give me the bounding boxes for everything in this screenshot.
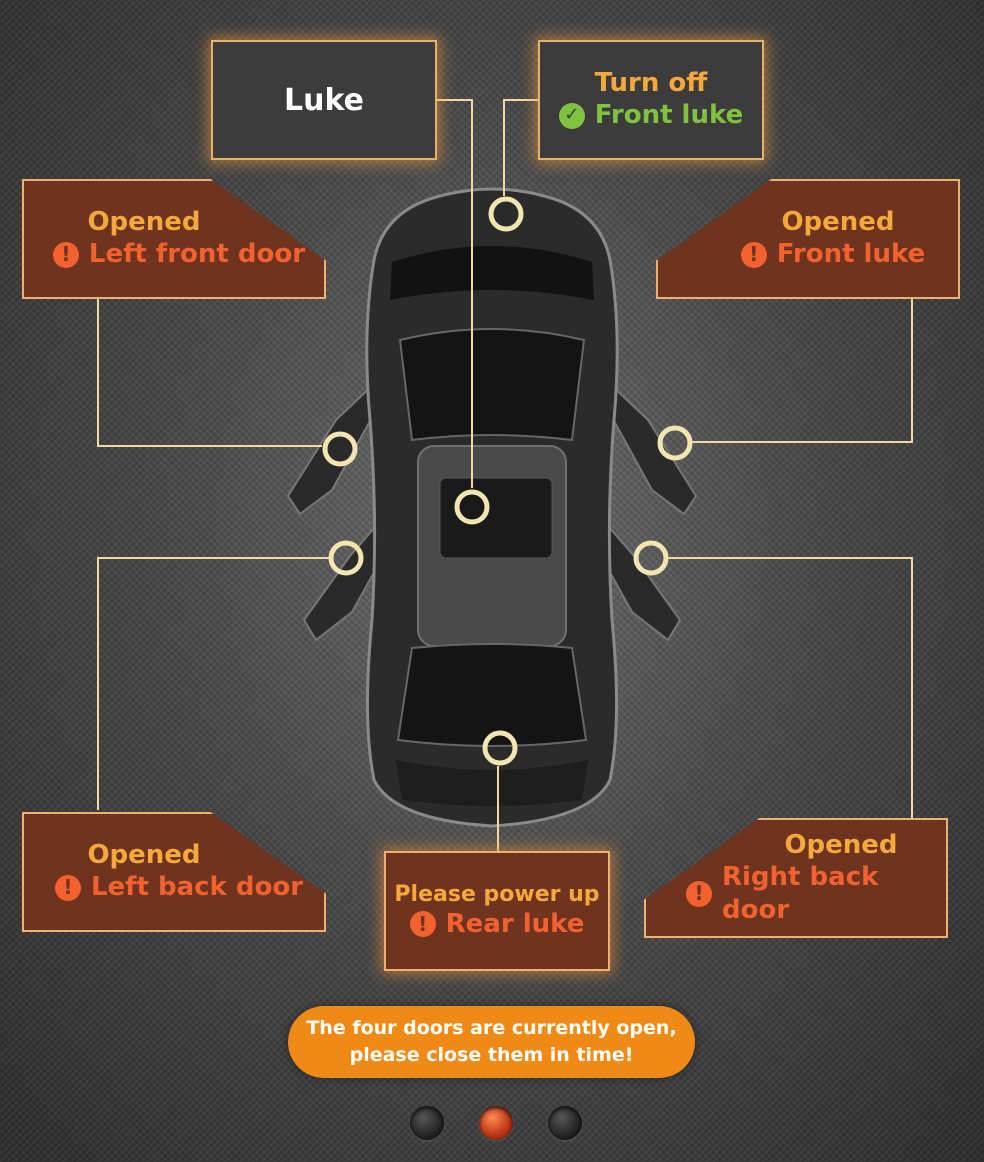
right-front-label: Front luke bbox=[776, 239, 926, 270]
car-top-view bbox=[286, 187, 698, 828]
pager-dot-3[interactable] bbox=[548, 1106, 582, 1140]
right-front-title: Opened bbox=[781, 207, 895, 238]
right-front-row: ! Front luke bbox=[740, 238, 926, 271]
right-back-door-box[interactable]: Opened ! Right back door bbox=[644, 818, 948, 938]
left-front-door-row: ! Left front door bbox=[52, 238, 306, 271]
rear-luke-title: Please power up bbox=[394, 881, 600, 907]
left-front-door-title: Opened bbox=[87, 207, 201, 238]
warning-icon: ! bbox=[409, 911, 436, 938]
front-luke-status-label: Front luke bbox=[594, 100, 744, 131]
front-luke-status-box[interactable]: Turn off ✓ Front luke bbox=[538, 40, 764, 160]
check-icon: ✓ bbox=[558, 102, 585, 129]
right-back-door-label: Right back door bbox=[722, 862, 879, 925]
right-back-door-row: ! Right back door bbox=[686, 861, 946, 926]
notice-banner: The four doors are currently open, pleas… bbox=[288, 1006, 695, 1078]
warning-icon: ! bbox=[54, 874, 81, 901]
left-back-door-label: Left back door bbox=[90, 872, 304, 903]
luke-title: Luke bbox=[284, 82, 364, 118]
pager-dot-2[interactable] bbox=[479, 1106, 513, 1140]
left-back-door-title: Opened bbox=[87, 840, 201, 871]
notice-line-2: please close them in time! bbox=[349, 1044, 634, 1066]
luke-box[interactable]: Luke bbox=[211, 40, 437, 160]
rear-luke-row: ! Rear luke bbox=[409, 908, 585, 941]
warning-icon: ! bbox=[52, 241, 79, 268]
warning-icon: ! bbox=[686, 880, 712, 907]
rear-luke-box[interactable]: Please power up ! Rear luke bbox=[384, 851, 610, 971]
rear-luke-label: Rear luke bbox=[445, 908, 585, 939]
front-luke-status-title: Turn off bbox=[594, 68, 708, 99]
right-front-box[interactable]: Opened ! Front luke bbox=[656, 179, 960, 299]
left-front-door-label: Left front door bbox=[88, 239, 306, 270]
right-back-door-title: Opened bbox=[784, 829, 898, 860]
notice-line-1: The four doors are currently open, bbox=[306, 1017, 677, 1040]
left-back-door-row: ! Left back door bbox=[54, 871, 304, 904]
front-luke-status-row: ✓ Front luke bbox=[558, 99, 744, 132]
pager-dot-1[interactable] bbox=[410, 1106, 444, 1140]
warning-icon: ! bbox=[740, 241, 767, 268]
hotspot-markers bbox=[322, 196, 693, 766]
connector-lines bbox=[97, 99, 913, 852]
